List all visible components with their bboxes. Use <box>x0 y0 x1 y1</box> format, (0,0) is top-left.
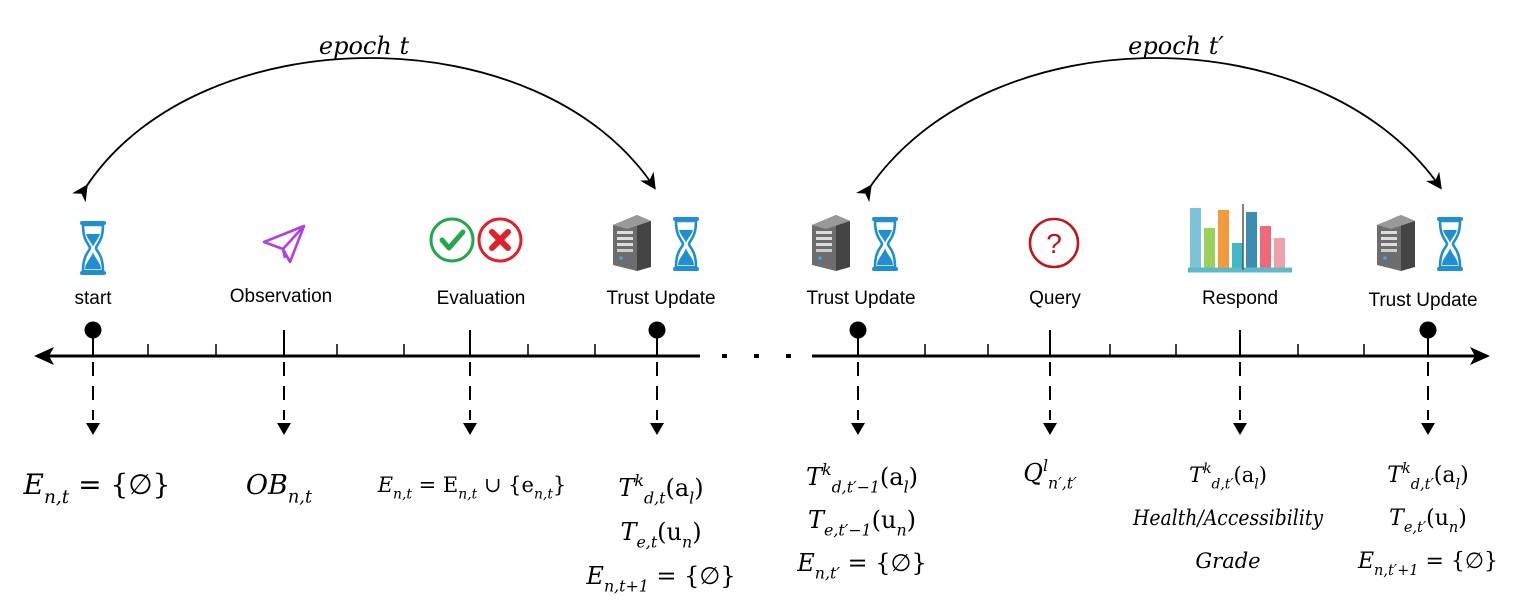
drop-arrowheads <box>86 423 1435 435</box>
formula-line: Te,t′−1(un) <box>808 506 916 540</box>
formula-line: En,t′+1 = {∅} <box>1357 549 1498 579</box>
stage-label-start: start <box>75 288 113 309</box>
dashed-drops <box>92 362 1429 420</box>
svg-text:?: ? <box>1046 228 1062 259</box>
hourglass-icon <box>870 215 900 273</box>
epoch-t-arc <box>72 57 656 203</box>
stage-label-query: Query <box>1029 288 1081 309</box>
axis-ticks <box>147 344 1365 356</box>
epoch-t-prime-arc <box>855 57 1442 203</box>
formula-line: Health/Accessibility <box>1132 506 1324 530</box>
bar-chart-icon <box>1188 204 1292 273</box>
hourglass-icon <box>1435 215 1465 273</box>
epoch-t-prime-label: epoch t′ <box>1128 32 1224 60</box>
stage-label-respond: Respond <box>1202 288 1278 309</box>
hourglass-icon <box>78 219 108 277</box>
formula-line: Te,t(un) <box>620 518 701 552</box>
stage-label-trust-update-3: Trust Update <box>1368 290 1477 311</box>
hourglass-icon <box>671 215 701 273</box>
server-icon <box>812 215 850 271</box>
server-icon <box>613 215 651 271</box>
formula-line: Grade <box>1195 549 1260 573</box>
formula-line: OBn,t <box>246 470 313 508</box>
timeline-axis <box>34 347 1490 365</box>
stage-label-trust-update-2: Trust Update <box>806 288 915 309</box>
server-icon <box>1377 215 1415 271</box>
check-circle-icon <box>429 217 475 263</box>
formula-line: En,t = {∅} <box>23 468 171 508</box>
stage-label-observation: Observation <box>230 286 332 307</box>
formula-line: En,t+1 = {∅} <box>585 562 735 596</box>
stage-label-trust-update-1: Trust Update <box>606 288 715 309</box>
stage-markers <box>84 321 1437 356</box>
formula-line: Te,t′(un) <box>1389 506 1467 536</box>
cross-circle-icon <box>477 217 523 263</box>
question-circle-icon: ? <box>1028 217 1080 269</box>
stage-label-evaluation: Evaluation <box>437 288 526 309</box>
formula-line: Tkd,t′−1(al) <box>806 460 918 497</box>
formula-line: En,t′ = {∅} <box>796 549 926 583</box>
epoch-t-label: epoch t <box>319 32 410 60</box>
formula-layer: En,t = {∅} OBn,t En,t = En,t ∪ {en,t} Tkd,t… <box>23 456 1499 596</box>
formula-line: Tkd,t′(al) <box>1387 461 1468 493</box>
paper-plane-icon <box>262 224 306 264</box>
formula-line: Qln′,t′ <box>1023 456 1077 493</box>
formula-line: Tkd,t′(al) <box>1189 461 1267 493</box>
formula-line: Tkd,t(al) <box>618 471 703 508</box>
formula-line: En,t = En,t ∪ {en,t} <box>377 473 567 503</box>
